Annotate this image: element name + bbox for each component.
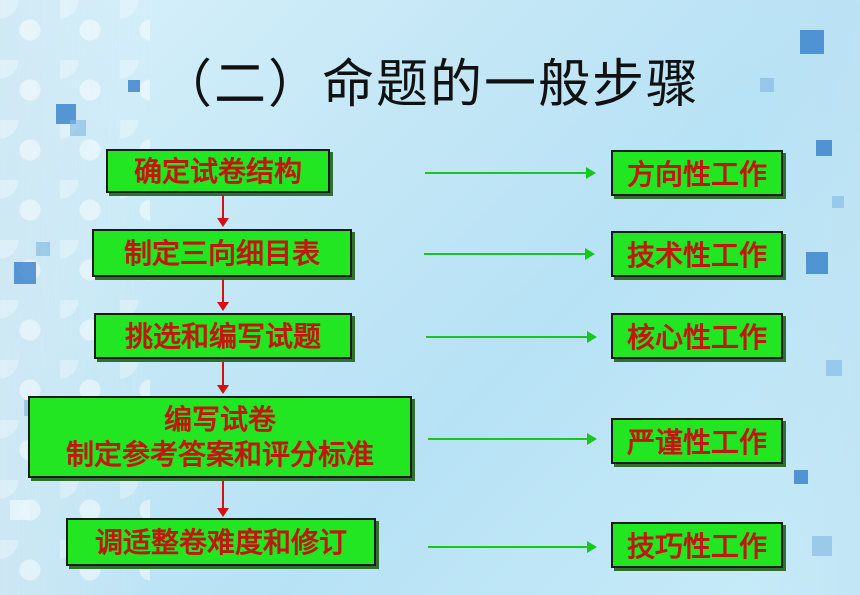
step-box-3: 挑选和编写试题 [94,313,352,359]
link-arrow-right [424,248,595,260]
tag-label: 核心性工作 [626,321,767,354]
decor-square [10,500,30,520]
step-label: 挑选和编写试题 [124,319,321,353]
step-box-1: 确定试卷结构 [106,149,330,193]
link-arrow-right [428,433,597,445]
decor-square [56,104,76,124]
flow-arrow-down [217,362,229,394]
link-arrow-right [425,167,596,179]
flow-arrow-down [217,279,229,311]
step-label: 制定三向细目表 [123,236,320,270]
tag-box-3: 核心性工作 [611,313,783,359]
flow-arrow-down [217,195,229,227]
tag-label: 方向性工作 [626,158,767,191]
tag-box-5: 技巧性工作 [611,522,783,568]
decor-square [826,360,842,376]
step-label: 确定试卷结构 [133,154,302,188]
step-label: 调适整卷难度和修订 [94,525,347,559]
decor-square [14,262,36,284]
tag-label: 技术性工作 [626,239,767,272]
decor-square [70,120,86,136]
step-box-2: 制定三向细目表 [92,229,352,277]
tag-label: 严谨性工作 [626,426,767,459]
step-box-4: 编写试卷 制定参考答案和评分标准 [28,396,412,478]
flow-arrow-down [217,481,229,517]
tag-box-1: 方向性工作 [611,150,783,196]
link-arrow-right [426,331,597,343]
background-pattern-left [0,0,150,595]
link-arrow-right [428,541,597,553]
decor-square [760,78,774,92]
decor-square [812,536,832,556]
decor-square [816,140,832,156]
decor-square [800,30,824,54]
tag-label: 技巧性工作 [626,530,767,563]
decor-square [128,80,140,92]
tag-box-2: 技术性工作 [611,231,783,277]
decor-square [832,196,844,208]
step-box-5: 调适整卷难度和修订 [66,518,376,566]
step-label-line1: 编写试卷 [163,403,276,436]
background-pattern-right [740,0,860,595]
page-title: （二）命题的一般步骤 [159,55,700,115]
tag-box-4: 严谨性工作 [611,418,783,464]
decor-square [806,252,828,274]
decor-square [36,242,50,256]
step-label-line2: 制定参考答案和评分标准 [65,438,374,471]
decor-square [794,470,808,484]
